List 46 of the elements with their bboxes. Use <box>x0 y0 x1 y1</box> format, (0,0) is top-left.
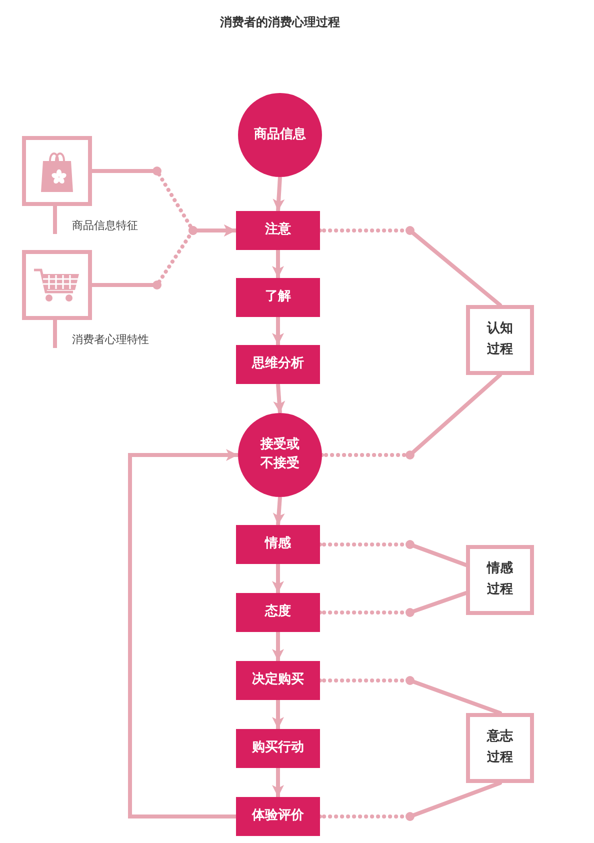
process-box <box>236 729 320 768</box>
connector <box>90 224 238 287</box>
step-label: 态度 <box>265 603 291 622</box>
stage-box <box>466 305 534 375</box>
step-label: 决定购买 <box>252 671 304 690</box>
step-label: 思维分析 <box>252 355 304 374</box>
connector <box>272 564 284 593</box>
connector <box>318 228 502 307</box>
process-box <box>236 345 320 384</box>
stage-label: 情感过程 <box>486 560 514 599</box>
process-box <box>236 593 320 632</box>
connector <box>272 317 284 345</box>
feature-label: 消费者心理特性 <box>72 332 149 347</box>
connector <box>272 496 285 526</box>
connector <box>273 384 286 414</box>
icon-frame <box>22 250 92 320</box>
connector <box>272 250 284 278</box>
connector <box>128 449 238 818</box>
connector <box>272 700 284 729</box>
process-box <box>236 525 320 564</box>
icon-frame <box>22 136 92 206</box>
connector <box>318 678 502 715</box>
process-box <box>236 797 320 836</box>
stage-box <box>466 545 534 615</box>
connector <box>318 591 468 614</box>
step-label: 接受或不接受 <box>259 436 300 473</box>
step-label: 注意 <box>265 221 291 240</box>
process-box <box>236 211 320 250</box>
connector <box>272 632 284 661</box>
connector <box>318 542 468 567</box>
connector <box>320 373 502 457</box>
connector <box>272 176 285 212</box>
step-label: 体验评价 <box>252 807 304 826</box>
stage-label: 认知过程 <box>486 320 514 359</box>
diagram-title: 消费者的消费心理过程 <box>219 14 341 31</box>
process-box <box>236 278 320 317</box>
feature-label: 商品信息特征 <box>72 218 138 233</box>
step-label: 了解 <box>265 288 291 306</box>
step-label: 情感 <box>265 535 291 554</box>
step-label: 商品信息 <box>254 126 306 144</box>
stage-box <box>466 713 534 783</box>
process-box <box>236 661 320 700</box>
connector <box>272 768 284 797</box>
step-label: 购买行动 <box>252 739 304 758</box>
stage-label: 意志过程 <box>486 728 514 767</box>
connector <box>318 781 502 818</box>
